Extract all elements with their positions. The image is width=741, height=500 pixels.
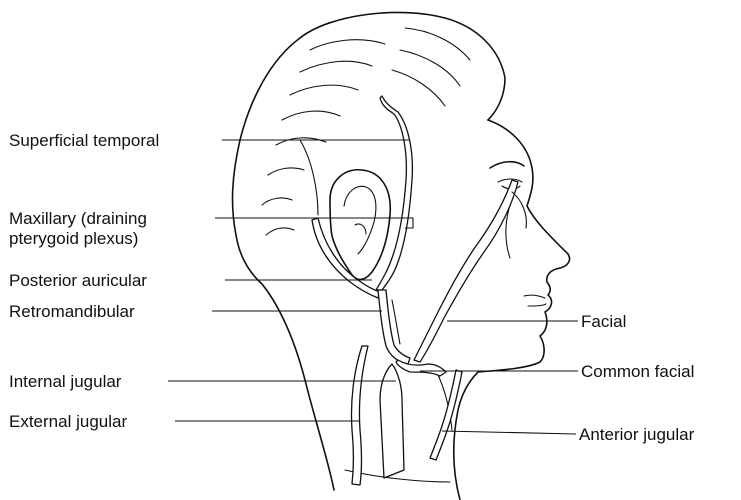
label-external-jugular: External jugular [9, 412, 127, 431]
veins [312, 96, 526, 485]
label-common-facial: Common facial [581, 362, 694, 381]
facial-vein [414, 180, 518, 362]
label-superficial-temporal: Superficial temporal [9, 131, 159, 150]
posterior-auricular-vein [312, 218, 380, 298]
label-anterior-jugular: Anterior jugular [579, 425, 695, 444]
label-facial: Facial [581, 312, 626, 331]
label-internal-jugular: Internal jugular [9, 372, 122, 391]
superficial-temporal-vein [376, 96, 412, 290]
leader-anterior-jugular [442, 431, 576, 434]
retromandibular-vein [378, 290, 410, 364]
label-maxillary-line2: pterygoid plexus) [9, 229, 138, 248]
label-retromandibular: Retromandibular [9, 302, 135, 321]
external-jugular-vein [351, 346, 368, 485]
label-posterior-auricular: Posterior auricular [9, 271, 147, 290]
label-maxillary-line1: Maxillary (draining [9, 209, 147, 228]
angular-vein [512, 192, 526, 228]
common-facial-vein [396, 360, 446, 376]
